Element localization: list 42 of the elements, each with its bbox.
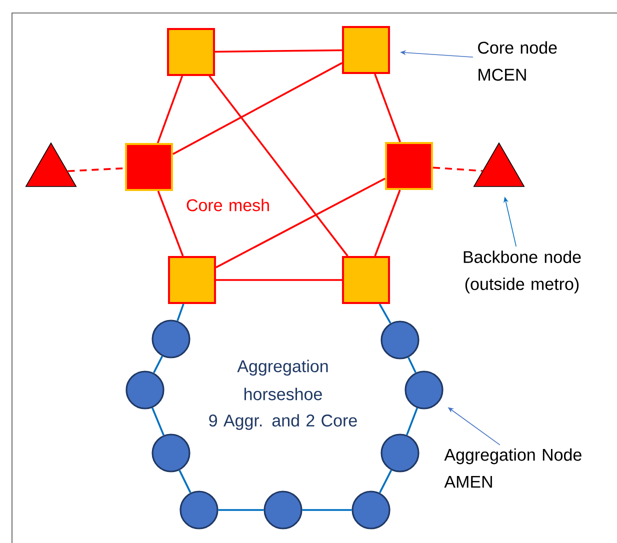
link-line bbox=[156, 76, 184, 144]
node-label: Backbone node (outside metro) bbox=[464, 250, 581, 294]
link-line bbox=[68, 167, 126, 172]
link-line bbox=[216, 178, 386, 268]
router-square bbox=[342, 256, 390, 304]
link-line bbox=[374, 74, 401, 142]
link-line bbox=[172, 62, 342, 155]
link-line bbox=[378, 470, 392, 494]
node-circle bbox=[352, 490, 390, 530]
link-line bbox=[378, 304, 392, 324]
link-line bbox=[374, 190, 401, 256]
node-circle bbox=[380, 434, 420, 472]
link-line bbox=[152, 408, 164, 436]
router-square bbox=[385, 142, 433, 190]
area-label: Aggregation horseshoe bbox=[237, 360, 328, 400]
node-circle bbox=[152, 434, 190, 472]
node-label: Aggregation Node AMEN bbox=[444, 448, 582, 488]
link-line bbox=[157, 190, 184, 256]
node-circle bbox=[380, 320, 420, 360]
node-circle bbox=[264, 490, 302, 530]
link-line bbox=[208, 75, 348, 257]
link-line bbox=[152, 356, 164, 374]
node-label: Core node MCEN bbox=[478, 41, 557, 81]
link-line bbox=[302, 509, 352, 511]
router-square bbox=[167, 28, 215, 76]
link-line bbox=[408, 357, 416, 373]
node-circle bbox=[404, 370, 444, 410]
link-line bbox=[218, 509, 264, 511]
area-label: Core mesh bbox=[186, 198, 269, 212]
node-circle bbox=[152, 320, 190, 358]
link-line bbox=[432, 166, 482, 172]
router-square bbox=[342, 26, 390, 74]
link-line bbox=[215, 49, 342, 53]
link-line bbox=[176, 304, 184, 322]
router-square bbox=[125, 143, 173, 191]
node-circle bbox=[126, 370, 164, 410]
area-label: 9 Aggr. and 2 Core bbox=[209, 414, 357, 430]
router-square bbox=[168, 256, 216, 304]
link-line bbox=[406, 408, 418, 436]
link-line bbox=[216, 279, 342, 281]
link-line bbox=[178, 470, 192, 494]
node-circle bbox=[180, 490, 218, 530]
